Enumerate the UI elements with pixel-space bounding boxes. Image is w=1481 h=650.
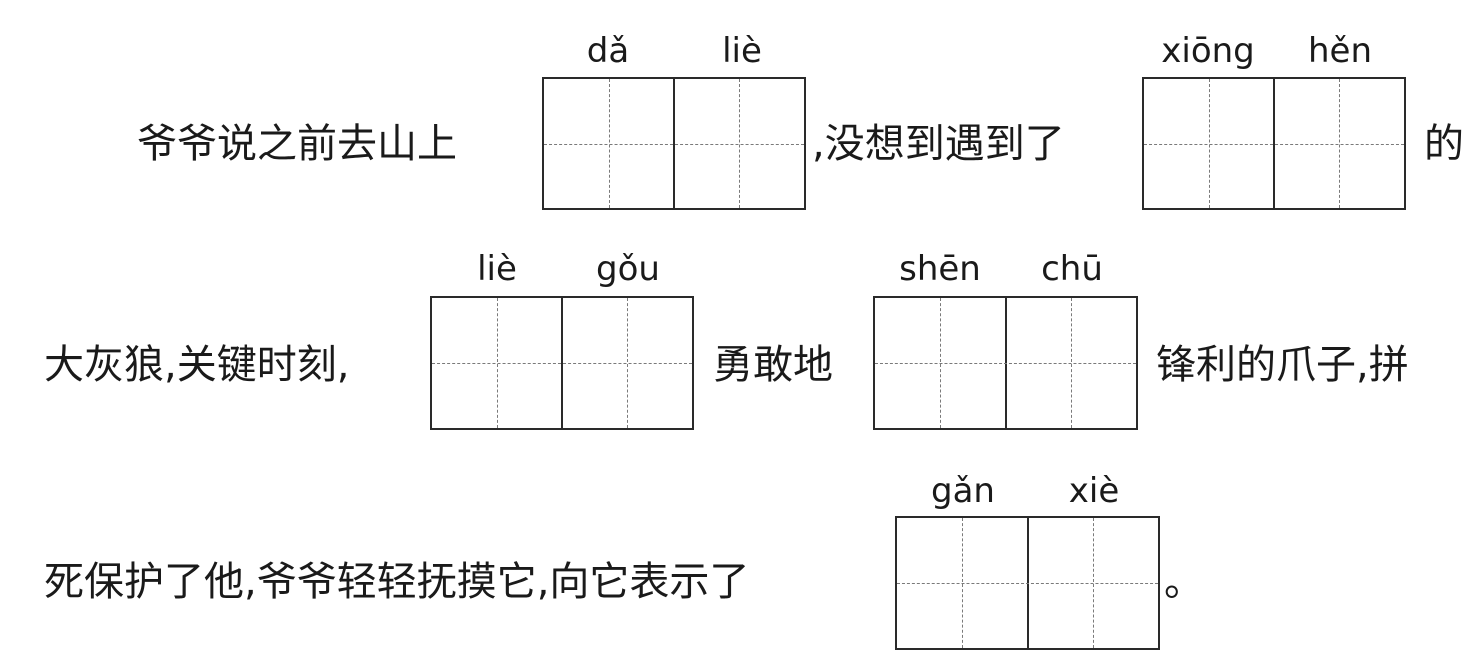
writing-grid-blank5[interactable] [895, 516, 1160, 650]
pinyin-blank3-char1: liè [477, 249, 517, 289]
writing-grid-blank1[interactable] [542, 77, 806, 210]
writing-grid-blank3[interactable] [430, 296, 694, 430]
pinyin-blank2-char2: hěn [1307, 31, 1372, 71]
pinyin-blank1-char2: liè [722, 31, 762, 71]
sentence-text: 死保护了他,爷爷轻轻抚摸它,向它表示了 [44, 559, 750, 605]
pinyin-blank4-char2: chū [1041, 249, 1103, 289]
sentence-text: 锋利的爪子,拼 [1156, 342, 1409, 388]
writing-grid-blank2[interactable] [1142, 77, 1406, 210]
pinyin-blank2-char1: xiōng [1161, 31, 1255, 71]
sentence-text: 爷爷说之前去山上 [137, 121, 457, 167]
writing-grid-blank4[interactable] [873, 296, 1138, 430]
sentence-text: ,没想到遇到了 [812, 121, 1065, 167]
pinyin-blank3-char2: gǒu [596, 249, 660, 289]
pinyin-blank5-char2: xiè [1068, 471, 1120, 511]
sentence-text: 的 [1424, 121, 1464, 167]
sentence-text: 。 [1164, 559, 1204, 605]
sentence-text: 勇敢地 [713, 342, 833, 388]
pinyin-blank5-char1: gǎn [931, 471, 995, 511]
sentence-text: 大灰狼,关键时刻, [44, 342, 350, 388]
pinyin-blank4-char1: shēn [899, 249, 981, 289]
pinyin-blank1-char1: dǎ [586, 31, 630, 71]
